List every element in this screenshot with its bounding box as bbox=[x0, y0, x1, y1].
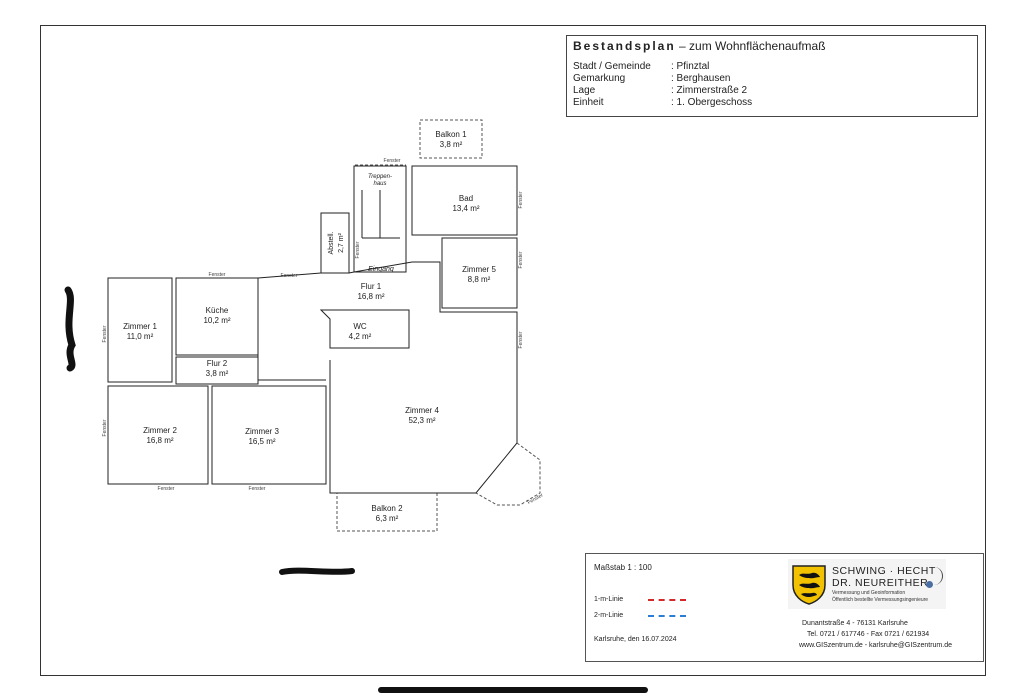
legend-box: Maßstab 1 : 100 1-m-Linie 2-m-Linie Karl… bbox=[585, 553, 984, 662]
title-block: Bestandsplan – zum Wohnflächenaufmaß Sta… bbox=[566, 35, 978, 117]
treppenhaus-walls bbox=[353, 165, 407, 273]
window-label: Fenster bbox=[209, 272, 226, 278]
balkon-1-outline bbox=[419, 119, 483, 159]
room-area: 13,4 m² bbox=[452, 204, 479, 213]
window-label: Fenster bbox=[518, 251, 524, 268]
window-label: Fenster bbox=[384, 158, 401, 164]
company-address: Dunantstraße 4 - 76131 Karlsruhe bbox=[802, 620, 908, 627]
window-label: Fenster bbox=[281, 273, 298, 279]
room-name: Flur 2 bbox=[207, 359, 228, 368]
company-name-2: DR. NEUREITHER bbox=[832, 577, 929, 589]
zimmer-3-walls bbox=[211, 385, 327, 485]
room-area: 3,8 m² bbox=[440, 140, 463, 149]
window-label: Fenster bbox=[158, 486, 175, 492]
window-label: Fenster bbox=[249, 486, 266, 492]
room-area: 2,7 m² bbox=[338, 232, 345, 253]
window-label: Fenster bbox=[355, 241, 361, 258]
room-name: Eingang bbox=[368, 266, 394, 273]
window-label: Fenster bbox=[102, 419, 108, 436]
room-name: Zimmer 5 bbox=[462, 265, 496, 274]
meta-value: : Pfinztal bbox=[671, 61, 710, 72]
zimmer-2-walls bbox=[107, 385, 209, 485]
meta-value: : Zimmerstraße 2 bbox=[671, 85, 748, 96]
room-area: 10,2 m² bbox=[203, 316, 230, 325]
room-name: Zimmer 1 bbox=[123, 322, 157, 331]
room-area: 11,0 m² bbox=[127, 332, 154, 341]
bad-walls bbox=[411, 165, 518, 236]
line2-swatch bbox=[648, 615, 686, 617]
date-label: Karlsruhe, den 16.07.2024 bbox=[594, 636, 677, 643]
room-name: Abstell. bbox=[328, 231, 335, 254]
room-area: 4,2 m² bbox=[349, 332, 372, 341]
flur-zimmer-4-walls bbox=[257, 261, 518, 494]
company-web: www.GISzentrum.de - karlsruhe@GISzentrum… bbox=[799, 642, 952, 649]
room-name: Küche bbox=[206, 306, 229, 315]
plan-title: Bestandsplan – zum Wohnflächenaufmaß bbox=[573, 39, 826, 53]
wc-walls bbox=[319, 309, 410, 349]
meta-value: : 1. Obergeschoss bbox=[671, 97, 753, 108]
meta-label: Gemarkung bbox=[573, 73, 626, 84]
line2-label: 2-m-Linie bbox=[594, 612, 624, 619]
logo-dot-icon bbox=[926, 581, 933, 588]
room-name: Flur 1 bbox=[361, 282, 382, 291]
logo-arc-icon bbox=[932, 567, 943, 585]
company-tagline-1: Vermessung und Geoinformation bbox=[832, 590, 906, 596]
scale-label: Maßstab 1 : 100 bbox=[594, 563, 652, 572]
meta-label: Stadt / Gemeinde bbox=[573, 61, 651, 72]
room-name: Bad bbox=[459, 194, 473, 203]
window-label: Fenster bbox=[518, 331, 524, 348]
meta-value: : Berghausen bbox=[671, 73, 731, 84]
room-area: 16,5 m² bbox=[248, 437, 275, 446]
company-logo: SCHWING · HECHT DR. NEUREITHER Vermessun… bbox=[788, 559, 946, 609]
window-label: Fenster bbox=[518, 191, 524, 208]
plan-title-main: Bestandsplan bbox=[573, 39, 676, 53]
room-area: 6,3 m² bbox=[376, 514, 399, 523]
company-phone: Tel. 0721 / 617746 - Fax 0721 / 621934 bbox=[807, 631, 930, 638]
room-name: Balkon 1 bbox=[435, 130, 467, 139]
room-area: 16,8 m² bbox=[357, 292, 384, 301]
zimmer-1-walls bbox=[107, 277, 173, 383]
room-area: 3,8 m² bbox=[206, 369, 229, 378]
company-name-1: SCHWING · HECHT bbox=[832, 565, 936, 577]
room-name: Zimmer 3 bbox=[245, 427, 279, 436]
company-tagline-2: Öffentlich bestellte Vermessungsingenieu… bbox=[832, 597, 929, 603]
walls bbox=[107, 165, 518, 494]
bay-window-outline bbox=[475, 442, 541, 506]
window-label: Fenster bbox=[527, 492, 545, 506]
line1-swatch bbox=[648, 599, 686, 601]
room-name: Zimmer 4 bbox=[405, 406, 439, 415]
line1-label: 1-m-Linie bbox=[594, 596, 624, 603]
window-label: Fenster bbox=[102, 325, 108, 342]
room-name: WC bbox=[353, 322, 367, 331]
room-name: haus bbox=[373, 181, 386, 187]
meta-label: Einheit bbox=[573, 97, 604, 108]
room-name: Balkon 2 bbox=[371, 504, 403, 513]
redaction-mark bbox=[279, 567, 355, 575]
room-area: 16,8 m² bbox=[146, 436, 173, 445]
redaction-mark bbox=[64, 286, 76, 372]
zimmer-5-walls bbox=[441, 237, 518, 309]
dashed-outlines bbox=[107, 119, 541, 532]
home-indicator[interactable] bbox=[378, 687, 648, 693]
room-name: Treppen- bbox=[368, 174, 392, 180]
plan-title-sub: – zum Wohnflächenaufmaß bbox=[679, 39, 826, 53]
room-area: 8,8 m² bbox=[468, 275, 491, 284]
coat-of-arms-icon bbox=[792, 565, 826, 605]
meta-label: Lage bbox=[573, 85, 596, 96]
room-area: 52,3 m² bbox=[408, 416, 435, 425]
room-name: Zimmer 2 bbox=[143, 426, 177, 435]
